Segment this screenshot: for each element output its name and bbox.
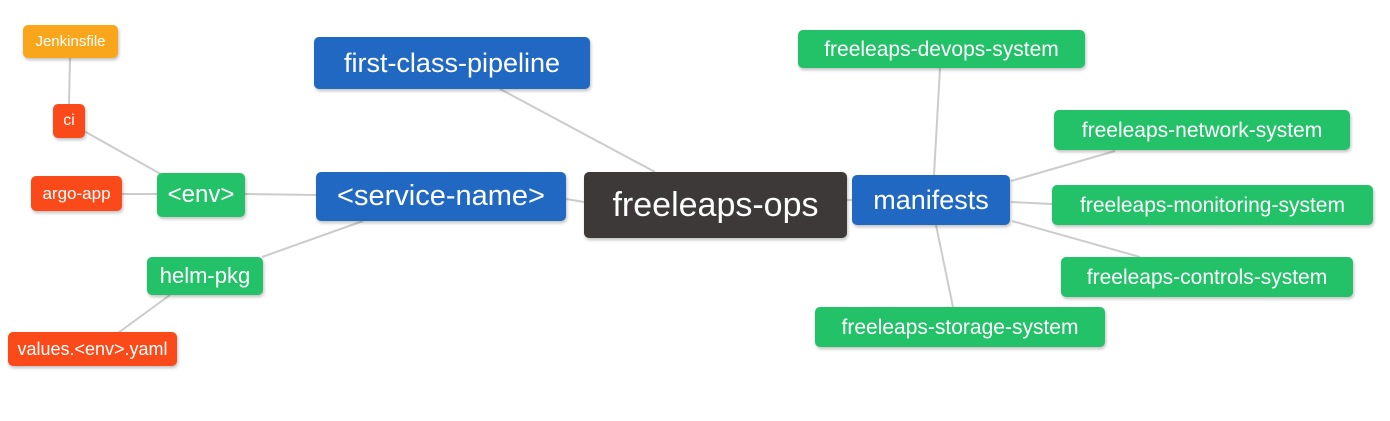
node-label-values-env-yaml: values.<env>.yaml [17, 339, 168, 359]
edge-helm-pkg-to-values-env-yaml [117, 294, 171, 334]
node-freeleaps-devops-system[interactable]: freeleaps-devops-system [798, 30, 1085, 68]
node-label-freeleaps-monitoring-system: freeleaps-monitoring-system [1080, 193, 1345, 217]
node-label-env: <env> [167, 181, 235, 208]
edge-ci-to-env [83, 130, 167, 178]
node-freeleaps-network-system[interactable]: freeleaps-network-system [1054, 110, 1350, 150]
node-first-class-pipeline[interactable]: first-class-pipeline [314, 37, 590, 89]
node-ci[interactable]: ci [53, 104, 85, 138]
node-service-name[interactable]: <service-name> [316, 172, 566, 221]
node-freeleaps-controls-system[interactable]: freeleaps-controls-system [1061, 257, 1353, 297]
node-label-jenkinsfile: Jenkinsfile [35, 33, 106, 50]
node-jenkinsfile[interactable]: Jenkinsfile [23, 25, 118, 58]
node-label-manifests: manifests [873, 184, 989, 215]
node-values-env-yaml[interactable]: values.<env>.yaml [8, 332, 177, 366]
node-label-helm-pkg: helm-pkg [159, 263, 251, 288]
node-label-freeleaps-controls-system: freeleaps-controls-system [1086, 265, 1328, 289]
node-label-ci: ci [63, 112, 75, 129]
node-label-freeleaps-network-system: freeleaps-network-system [1081, 118, 1323, 142]
node-freeleaps-storage-system[interactable]: freeleaps-storage-system [815, 307, 1105, 347]
node-manifests[interactable]: manifests [852, 175, 1010, 225]
node-helm-pkg[interactable]: helm-pkg [147, 257, 263, 295]
edge-manifests-to-freeleaps-network-system [1010, 150, 1116, 182]
node-argo-app[interactable]: argo-app [31, 176, 122, 211]
edge-jenkinsfile-to-ci [68, 57, 71, 105]
edge-first-class-pipeline-to-freeleaps-ops [499, 88, 656, 173]
node-label-argo-app: argo-app [42, 184, 111, 203]
node-label-freeleaps-storage-system: freeleaps-storage-system [841, 315, 1079, 339]
edge-manifests-to-freeleaps-devops-system [933, 67, 941, 176]
edge-env-to-service-name [244, 193, 317, 196]
edge-manifests-to-freeleaps-storage-system [935, 224, 954, 308]
node-freeleaps-monitoring-system[interactable]: freeleaps-monitoring-system [1052, 185, 1373, 225]
node-env[interactable]: <env> [157, 173, 245, 217]
node-label-freeleaps-devops-system: freeleaps-devops-system [824, 37, 1059, 61]
edge-manifests-to-freeleaps-controls-system [1011, 220, 1141, 258]
edge-manifests-to-freeleaps-monitoring-system [1010, 201, 1053, 205]
node-label-freeleaps-ops: freeleaps-ops [612, 186, 819, 224]
edge-service-name-to-helm-pkg [261, 220, 364, 258]
node-label-service-name: <service-name> [337, 180, 545, 212]
edge-service-name-to-freeleaps-ops [565, 198, 585, 203]
node-freeleaps-ops[interactable]: freeleaps-ops [584, 172, 847, 238]
node-label-first-class-pipeline: first-class-pipeline [343, 47, 561, 78]
